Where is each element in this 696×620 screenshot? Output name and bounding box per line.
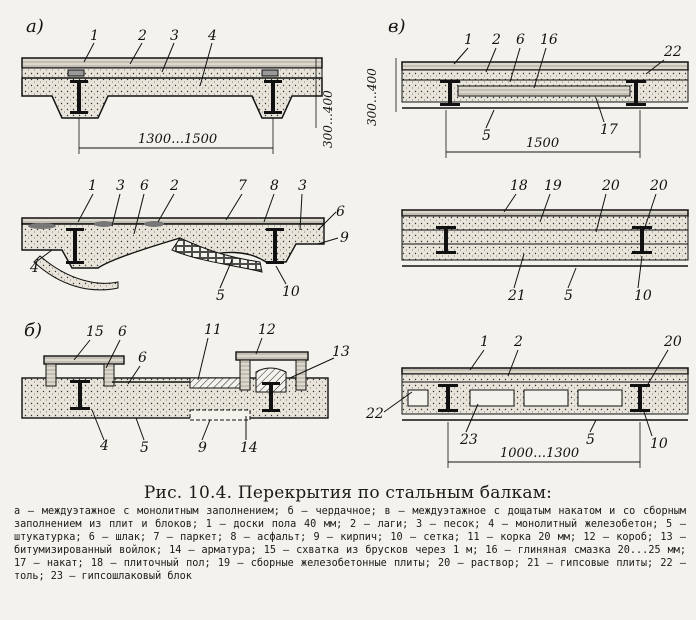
label-a-4: 4 bbox=[207, 28, 217, 44]
floor-sections-drawing: а) 1 2 3 4 1300…1500 300…400 1 3 6 2 7 8… bbox=[21, 16, 689, 468]
label-vm-21: 21 bbox=[507, 288, 526, 304]
dim-v-span: 1500 bbox=[526, 136, 559, 151]
dim-v-height: 300…400 bbox=[365, 68, 379, 126]
section-v-lower bbox=[401, 367, 689, 468]
label-vb-20: 20 bbox=[663, 334, 682, 350]
label-b-5: 5 bbox=[140, 440, 149, 456]
label-b-11: 11 bbox=[204, 322, 222, 338]
dim-a-span: 1300…1500 bbox=[138, 132, 217, 147]
label-b-4: 4 bbox=[99, 438, 109, 454]
label-vm-20b: 20 bbox=[649, 178, 668, 194]
label-a-3: 3 bbox=[170, 28, 179, 44]
labels-v-top: 1 2 6 16 22 5 17 bbox=[453, 32, 682, 144]
section-a-upper bbox=[21, 57, 323, 154]
label-amid-2: 2 bbox=[169, 178, 179, 194]
dim-a-height: 300…400 bbox=[321, 90, 335, 148]
label-amid-10: 10 bbox=[282, 284, 300, 300]
label-vm-10: 10 bbox=[634, 288, 652, 304]
label-b-12: 12 bbox=[258, 322, 276, 338]
labels-a-mid: 1 3 6 2 7 8 3 6 9 4 5 10 bbox=[29, 178, 349, 304]
label-vb-2: 2 bbox=[513, 334, 523, 350]
panel-a-label: а) bbox=[26, 16, 44, 37]
label-a-1: 1 bbox=[90, 28, 99, 44]
section-v-middle bbox=[401, 209, 689, 267]
label-v-1: 1 bbox=[464, 32, 473, 48]
label-amid-6: 6 bbox=[140, 178, 149, 194]
label-amid-3b: 3 bbox=[298, 178, 307, 194]
label-vm-18: 18 bbox=[510, 178, 528, 194]
label-v-22: 22 bbox=[663, 44, 682, 60]
label-vm-5: 5 bbox=[564, 288, 573, 304]
label-b-15: 15 bbox=[86, 324, 104, 340]
dim-v-bottom-span: 1000…1300 bbox=[500, 446, 579, 461]
label-amid-8: 8 bbox=[270, 178, 279, 194]
label-v-2: 2 bbox=[491, 32, 501, 48]
label-amid-9: 9 bbox=[340, 230, 349, 246]
label-vb-5: 5 bbox=[586, 432, 595, 448]
label-vb-10: 10 bbox=[650, 436, 668, 452]
label-amid-7: 7 bbox=[238, 178, 247, 194]
label-vb-23: 23 bbox=[459, 432, 478, 448]
figure-caption-legend: а — междуэтажное с монолитным заполнение… bbox=[14, 506, 686, 583]
label-v-16: 16 bbox=[540, 32, 558, 48]
section-a-lower bbox=[21, 217, 325, 291]
figure-caption-title: Рис. 10.4. Перекрытия по стальным балкам… bbox=[143, 483, 553, 503]
label-vb-1: 1 bbox=[480, 334, 489, 350]
label-vm-20: 20 bbox=[601, 178, 620, 194]
label-b-9: 9 bbox=[198, 440, 207, 456]
labels-v-mid: 18 19 20 20 21 5 10 bbox=[503, 178, 668, 304]
label-amid-6b: 6 bbox=[336, 204, 345, 220]
label-amid-5: 5 bbox=[216, 288, 225, 304]
label-amid-3: 3 bbox=[116, 178, 125, 194]
legend-text: а — междуэтажное с монолитным заполнение… bbox=[14, 506, 686, 582]
label-a-2: 2 bbox=[137, 28, 147, 44]
label-v-5: 5 bbox=[482, 128, 491, 144]
label-amid-4: 4 bbox=[29, 260, 39, 276]
section-b bbox=[21, 351, 329, 421]
label-amid-1: 1 bbox=[88, 178, 97, 194]
label-v-6: 6 bbox=[516, 32, 525, 48]
label-v-17: 17 bbox=[600, 122, 618, 138]
panel-v-label: в) bbox=[388, 16, 406, 37]
label-b-13: 13 bbox=[332, 344, 350, 360]
label-b-14: 14 bbox=[240, 440, 258, 456]
labels-a-top: 1 2 3 4 bbox=[83, 28, 217, 87]
section-v-upper bbox=[395, 58, 689, 158]
label-b-6: 6 bbox=[118, 324, 127, 340]
labels-b: 15 6 6 11 12 13 4 5 9 14 bbox=[73, 322, 350, 456]
label-vb-22: 22 bbox=[365, 406, 384, 422]
labels-v-bottom: 1 2 20 22 23 5 10 bbox=[365, 334, 682, 452]
label-b-6b: 6 bbox=[138, 350, 147, 366]
label-vm-19: 19 bbox=[544, 178, 562, 194]
panel-b-label: б) bbox=[24, 320, 42, 341]
